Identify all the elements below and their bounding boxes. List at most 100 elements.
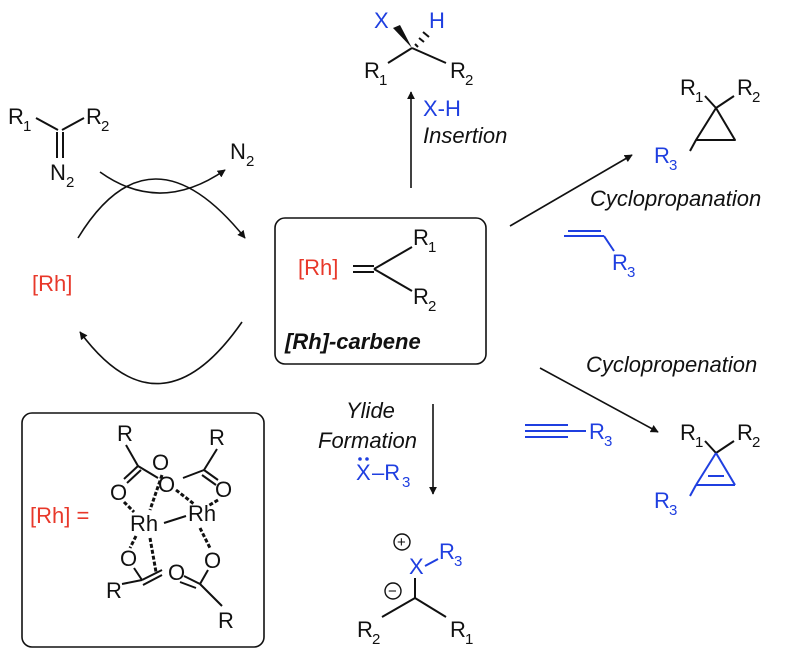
ylide-plus-circle xyxy=(393,533,411,551)
cpa-r1: R xyxy=(680,75,696,100)
cpe-bond-r2 xyxy=(715,440,735,454)
catalyst-r-bottom-right: R xyxy=(218,608,234,633)
ylide-label-1: Ylide xyxy=(346,398,395,423)
ylide-plus: + xyxy=(397,534,406,551)
insertion-h: H xyxy=(429,8,445,33)
cat-o6: O xyxy=(168,560,185,585)
carbene-box: [Rh] R 1 R 2 [Rh]-carbene xyxy=(274,217,487,365)
cat-c3-o6b xyxy=(142,574,163,586)
carbene-rh: [Rh] xyxy=(298,255,338,280)
ylide-r2-sub: 2 xyxy=(372,631,380,648)
n2-label: N xyxy=(230,139,246,164)
insertion-branch: X-H Insertion R 1 R 2 X H xyxy=(364,8,507,188)
cpe-r1-sub: 1 xyxy=(695,434,703,451)
insertion-label: Insertion xyxy=(423,123,507,148)
cpa-r3: R xyxy=(654,143,670,168)
cat-c2-o3b xyxy=(201,474,217,486)
insertion-hash-3 xyxy=(422,31,430,38)
insertion-r2-sub: 2 xyxy=(465,72,473,89)
diazo-bond-right xyxy=(61,117,85,131)
diazo-r2-sub: 2 xyxy=(101,118,109,135)
cpe-bond-r1 xyxy=(704,440,717,454)
cat-c4-r xyxy=(199,583,223,607)
diazo-n-sub: 2 xyxy=(66,174,74,191)
cycle-upper-arrow xyxy=(77,178,246,239)
cpa-ring xyxy=(695,107,736,141)
diazo-n: N xyxy=(50,160,66,185)
cyclopropanation-label: Cyclopropanation xyxy=(590,186,761,211)
alkyne-r3-sub: 3 xyxy=(604,433,612,450)
ylide-bond-r1 xyxy=(414,597,447,618)
ylide-reagent-r: –R xyxy=(372,460,400,485)
cat-c4-o7 xyxy=(199,569,209,585)
cat-c4-o8b xyxy=(179,581,197,589)
insertion-bond-left xyxy=(387,47,413,64)
insertion-r1-sub: 1 xyxy=(379,72,387,89)
catalyst-frame xyxy=(21,412,265,648)
carbene-bond-down xyxy=(373,268,413,292)
cpe-r3: R xyxy=(654,488,670,513)
cat-o2-rh xyxy=(175,488,195,506)
carbene-frame xyxy=(274,217,487,365)
cpe-ring-right xyxy=(715,452,736,486)
cpe-ring-left xyxy=(695,452,717,486)
alkyne-r3: R xyxy=(589,419,605,444)
cpa-r2: R xyxy=(737,75,753,100)
ylide-r3-sub: 3 xyxy=(454,553,462,570)
cat-o7: O xyxy=(204,548,221,573)
ylide-minus-circle xyxy=(384,582,402,600)
cpa-bond-r2 xyxy=(715,95,735,109)
cat-c1-o2 xyxy=(137,465,159,479)
carbene-r2: R xyxy=(413,284,429,309)
cat-o4: O xyxy=(152,450,169,475)
insertion-wedge-bond xyxy=(393,25,412,48)
carbene-caption: [Rh]-carbene xyxy=(284,329,421,354)
insertion-hash-2 xyxy=(418,37,425,43)
catalytic-cycle: R 1 R 2 N 2 N 2 [Rh] xyxy=(8,104,254,385)
catalyst-box: [Rh] = Rh Rh R R R R O O O O O xyxy=(21,412,265,648)
cat-o3: O xyxy=(215,477,232,502)
insertion-bond-right xyxy=(411,47,447,64)
insertion-r1: R xyxy=(364,58,380,83)
carbene-r2-sub: 2 xyxy=(428,298,436,315)
catalyst-r-bottom-left: R xyxy=(106,578,122,603)
carbene-bond-up xyxy=(373,246,413,270)
cat-o5: O xyxy=(120,546,137,571)
ylide-lone-pair-a xyxy=(358,457,362,461)
alkene-r3: R xyxy=(612,250,628,275)
cpa-r2-sub: 2 xyxy=(752,89,760,106)
ylide-bond-r3 xyxy=(424,558,439,567)
insertion-hash-1 xyxy=(414,43,419,48)
diazo-r2: R xyxy=(86,104,102,129)
cpa-bond-r1 xyxy=(704,95,717,109)
ylide-branch: Ylide Formation X –R 3 + X R 3 − R 2 R 1 xyxy=(318,398,473,648)
cat-rh-o5 xyxy=(128,535,138,549)
ylide-r2: R xyxy=(357,617,373,642)
cpa-bond-r3 xyxy=(689,139,697,152)
cycle-rh-catalyst: [Rh] xyxy=(32,271,72,296)
ylide-r1: R xyxy=(450,617,466,642)
ylide-r3: R xyxy=(439,539,455,564)
cat-o1: O xyxy=(110,480,127,505)
ylide-label-2: Formation xyxy=(318,428,417,453)
alkene-r3-sub: 3 xyxy=(627,264,635,281)
ylide-x: X xyxy=(409,554,424,579)
cpa-r1-sub: 1 xyxy=(695,89,703,106)
cat-c2-o3 xyxy=(203,469,219,481)
carbene-r1-sub: 1 xyxy=(428,239,436,256)
cat-c1-o1 xyxy=(123,465,139,480)
cat-o3-rh xyxy=(207,498,219,508)
cpe-r3-sub: 3 xyxy=(669,502,677,519)
diazo-r1-sub: 1 xyxy=(23,118,31,135)
diazo-r1: R xyxy=(8,104,24,129)
cpe-r1: R xyxy=(680,420,696,445)
ylide-lone-pair-b xyxy=(365,457,369,461)
cyclopropanation-branch: Cyclopropanation R 3 R 1 R 2 R 3 xyxy=(509,75,761,281)
insertion-reagent: X-H xyxy=(423,96,461,121)
cyclopropenation-arrow xyxy=(539,367,659,433)
ylide-reagent-x: X xyxy=(356,460,371,485)
cat-c3-o6 xyxy=(141,569,163,581)
cpe-r2-sub: 2 xyxy=(752,434,760,451)
